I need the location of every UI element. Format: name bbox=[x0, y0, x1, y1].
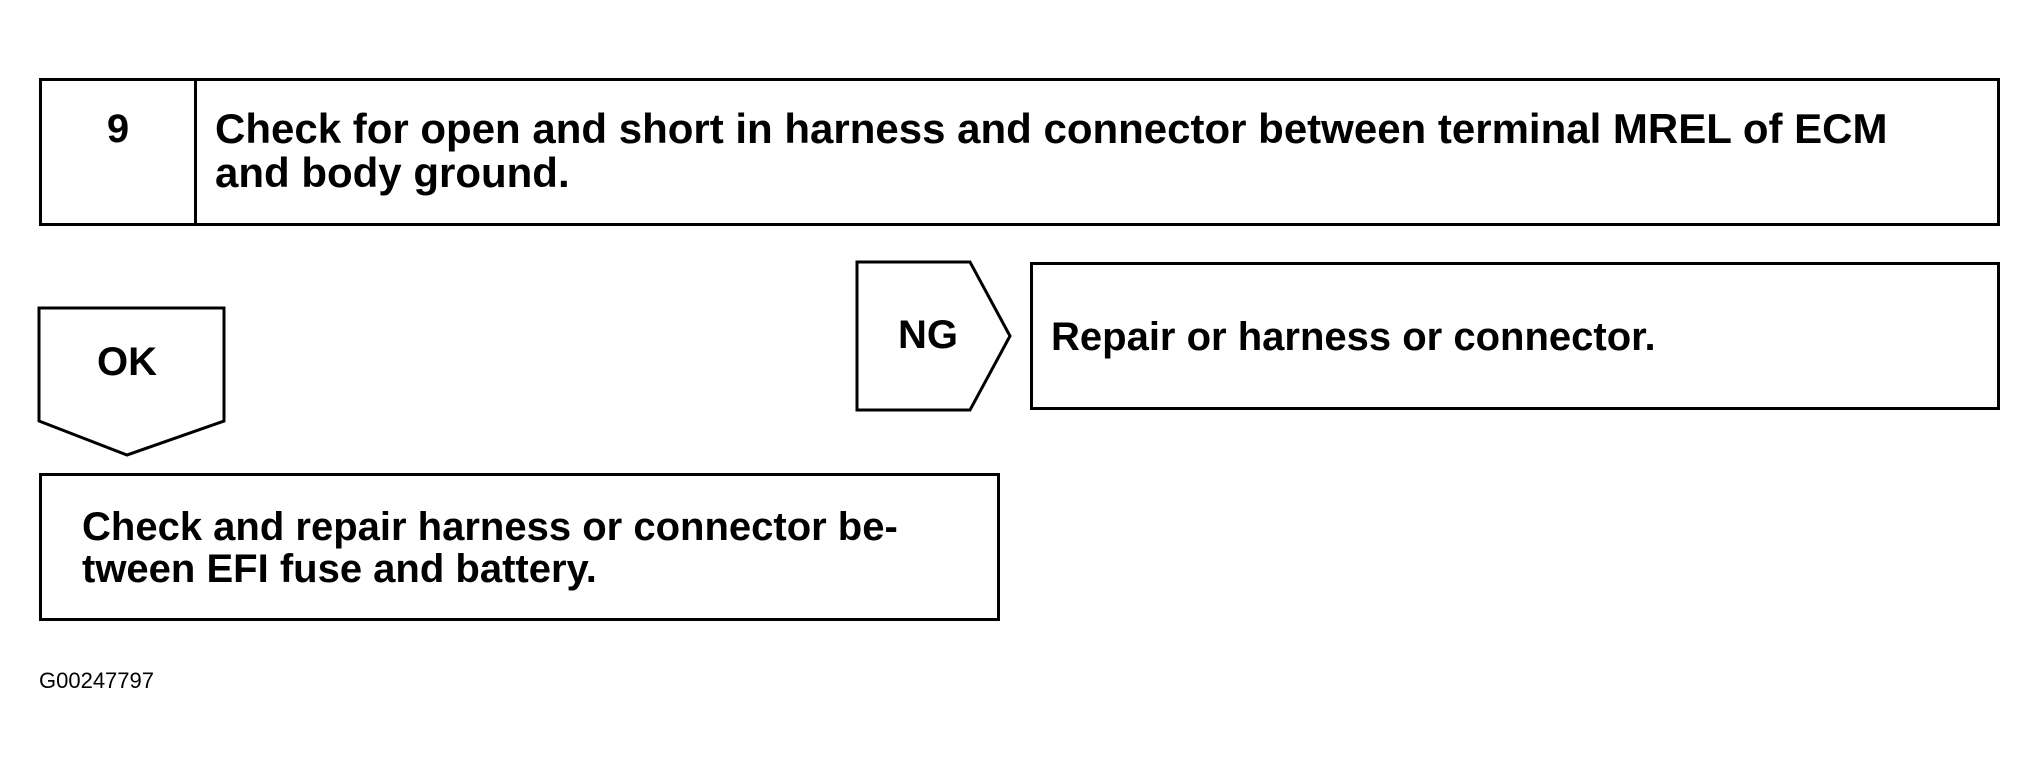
ok-arrow-shape bbox=[37, 306, 226, 457]
step-instruction: Check for open and short in harness and … bbox=[215, 105, 1888, 196]
ng-arrow-shape bbox=[855, 260, 1012, 412]
step-box: 9 Check for open and short in harness an… bbox=[39, 78, 2000, 226]
ok-result-box: Check and repair harness or connector be… bbox=[39, 473, 1000, 621]
step-number: 9 bbox=[42, 81, 197, 223]
ng-result-box: Repair or harness or connector. bbox=[1030, 262, 2000, 410]
ok-branch-label: OK bbox=[97, 340, 157, 384]
ok-result-text: Check and repair harness or connector be… bbox=[82, 505, 898, 591]
ng-branch-label: NG bbox=[898, 313, 958, 357]
ng-result-text: Repair or harness or connector. bbox=[1051, 315, 1656, 359]
figure-code: G00247797 bbox=[39, 668, 154, 693]
